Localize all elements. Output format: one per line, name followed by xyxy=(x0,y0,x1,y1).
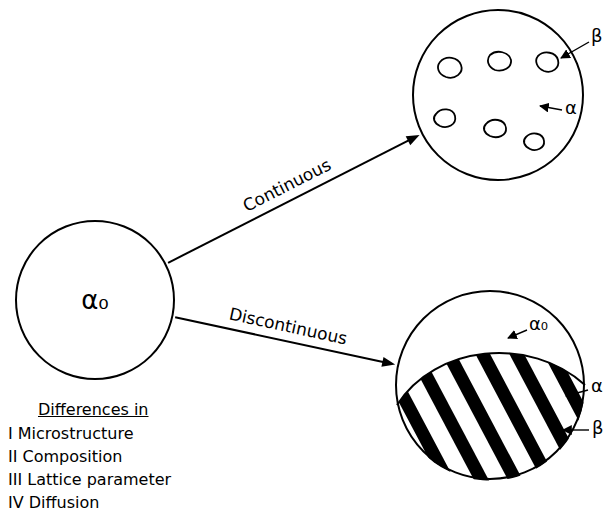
phase-label: α xyxy=(591,376,603,396)
beta-particles xyxy=(434,52,558,150)
list-item: II Composition xyxy=(8,447,122,466)
arrow-label: Discontinuous xyxy=(225,303,352,348)
list-item: I Microstructure xyxy=(8,424,133,443)
phase-label: β xyxy=(592,418,604,438)
list-item: III Lattice parameter xyxy=(8,470,171,489)
leader-lines xyxy=(508,42,589,430)
arrow-head xyxy=(406,135,420,145)
list-item: IV Diffusion xyxy=(8,493,99,512)
phase-circle: βα xyxy=(412,9,584,181)
phase-label: α xyxy=(565,98,577,118)
phase-circle: α₀ xyxy=(15,220,175,380)
arrow-label: Continuous xyxy=(237,154,336,217)
arrow-head xyxy=(381,357,395,367)
list-heading: Differences in xyxy=(38,400,149,419)
transformation-arrow xyxy=(168,135,419,263)
phase-circle: α₀αβ xyxy=(395,290,585,480)
arrow-line xyxy=(168,139,411,262)
lamellar-region xyxy=(300,330,610,500)
phase-label: α₀ xyxy=(529,314,548,334)
phase-label: β xyxy=(591,26,603,46)
phase-label: α₀ xyxy=(81,286,109,315)
